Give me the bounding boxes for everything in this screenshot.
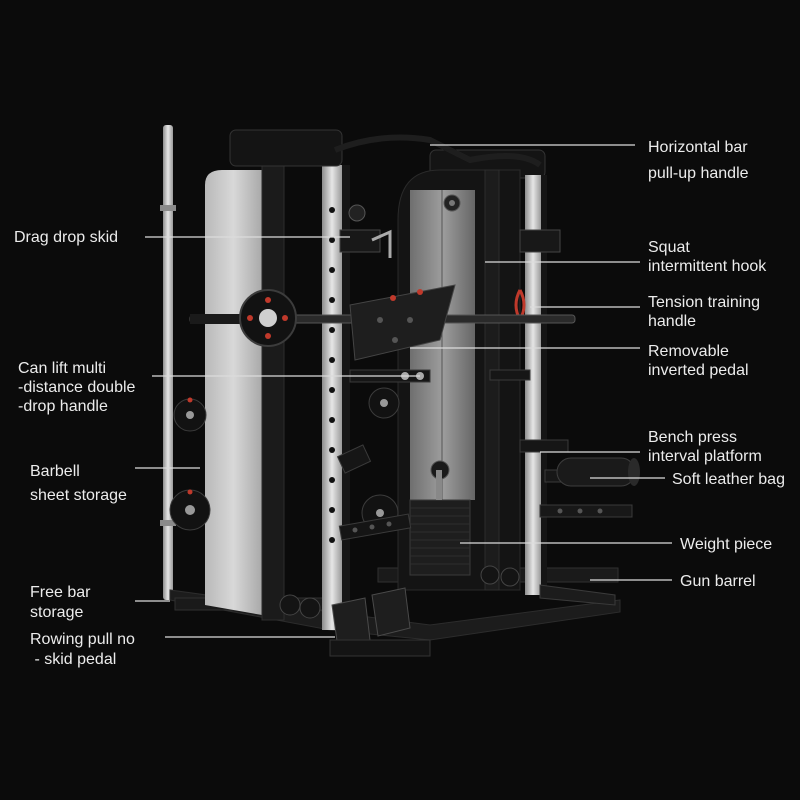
- label-gun-barrel: Gun barrel: [680, 573, 756, 590]
- top-pad-front: [229, 129, 343, 167]
- label-soft-bag: Soft leather bag: [672, 471, 785, 488]
- label-free-bar: Free bar storage: [30, 584, 91, 621]
- free-bar: [163, 125, 173, 600]
- label-lift-handle: Can lift multi -distance double -drop ha…: [18, 360, 136, 415]
- label-weight-piece: Weight piece: [680, 536, 773, 553]
- label-removable-pedal: Removable inverted pedal: [648, 343, 749, 379]
- rowing-pedal-right: [371, 587, 411, 637]
- gun-barrel: [539, 584, 616, 606]
- label-tension-handle: Tension training handle: [648, 294, 761, 330]
- label-rowing-pedal: Rowing pull no - skid pedal: [30, 631, 135, 668]
- label-drag-drop-skid: Drag drop skid: [14, 229, 119, 246]
- front-shroud-panel: [205, 170, 262, 615]
- soft-leather-pad: [556, 457, 636, 487]
- label-barbell-storage: Barbell sheet storage: [30, 463, 127, 504]
- label-squat-hook: Squat intermittent hook: [648, 239, 767, 275]
- label-bench-press: Bench press interval platform: [648, 429, 762, 465]
- pull-up-handle: [333, 134, 542, 168]
- callout-lines: [135, 144, 672, 638]
- label-horizontal-bar: Horizontal bar pull-up handle: [648, 139, 749, 182]
- front-upright-left: [261, 164, 285, 621]
